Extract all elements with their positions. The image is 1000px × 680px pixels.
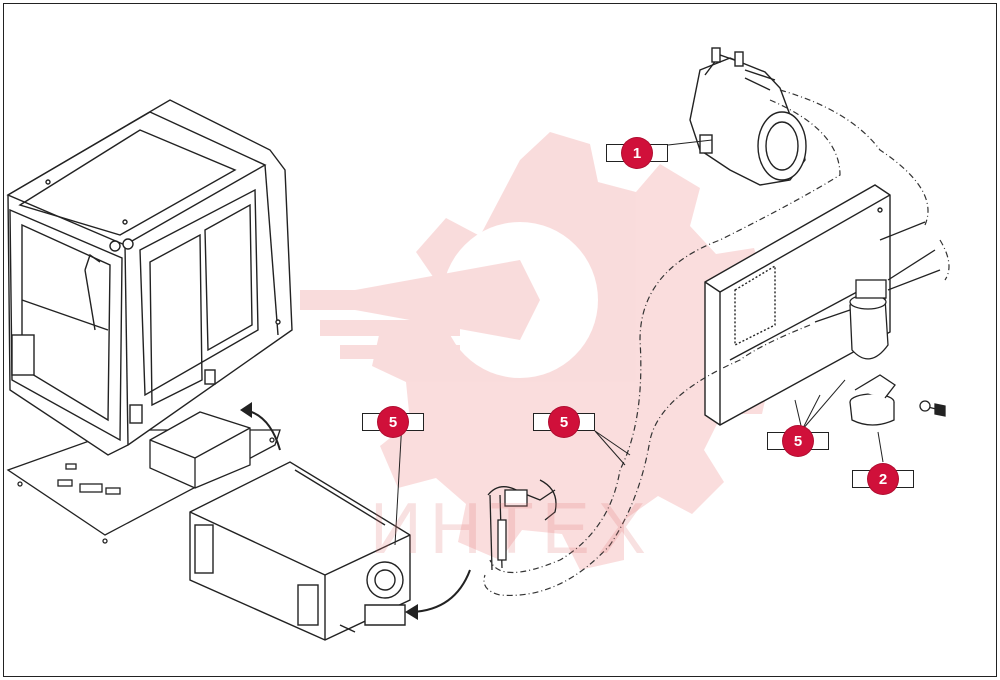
- gear-watermark-icon: [300, 132, 772, 570]
- watermark-text: ИНТЕХ: [370, 489, 654, 569]
- callout-badge-receiver-bracket[interactable]: 2: [868, 464, 898, 494]
- compressor: [689, 47, 807, 186]
- refrigerant-hoses: [483, 89, 950, 597]
- receiver-drier: [814, 221, 941, 360]
- callout-badge-hose-middle[interactable]: 5: [549, 407, 579, 437]
- callout-badge-compressor[interactable]: 1: [622, 138, 652, 168]
- arrow-icon-head: [240, 402, 252, 418]
- callout-badge-hose-condenser[interactable]: 5: [783, 426, 813, 456]
- arrow-icon-2-head: [405, 604, 418, 620]
- receiver-bracket: [849, 374, 946, 426]
- pipe-fittings: [487, 479, 557, 571]
- diagram-border: [3, 3, 997, 677]
- arrow-icon-2: [411, 569, 471, 613]
- leader-lines: [394, 139, 884, 546]
- operator-cab: [6, 99, 293, 456]
- callout-badge-hose-heater[interactable]: 5: [378, 407, 408, 437]
- heater-box: [149, 411, 251, 489]
- condenser: [704, 184, 891, 426]
- evaporator-unit: [189, 461, 411, 641]
